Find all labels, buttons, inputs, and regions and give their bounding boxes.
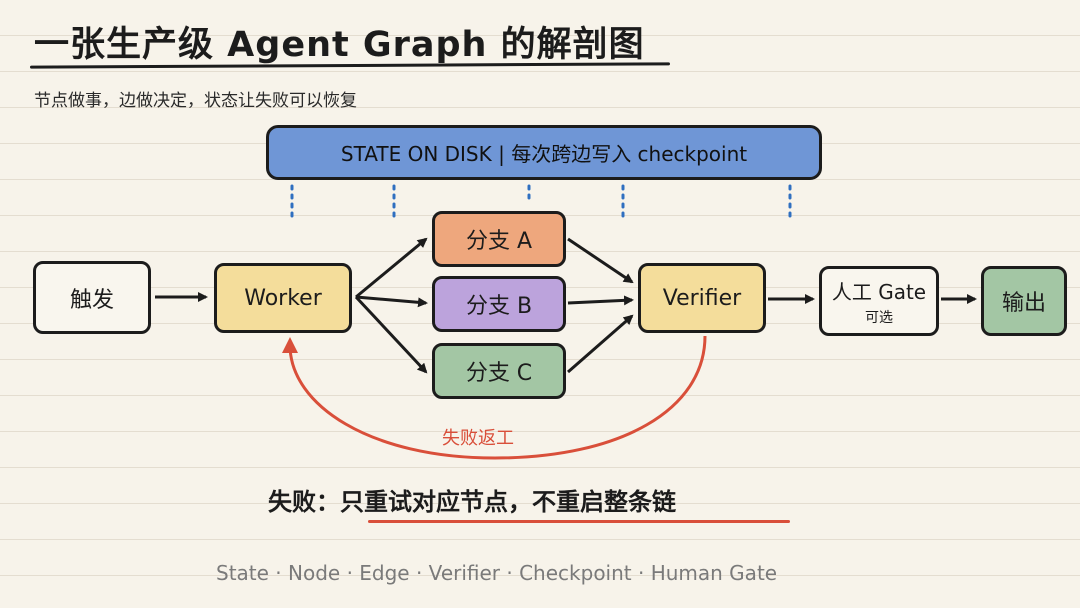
- node-trigger-label: 触发: [69, 287, 114, 313]
- edge-worker-branch-c: [354, 295, 428, 374]
- retry-loop-arrow: [282, 335, 707, 460]
- checkpoint-dotted-lines: [290, 184, 792, 220]
- footer-underline: [368, 520, 790, 523]
- node-worker: Worker: [214, 263, 352, 333]
- node-verifier: Verifier: [638, 263, 766, 333]
- edge-branch-b-verifier: [567, 295, 634, 306]
- edge-arrows: [155, 237, 977, 374]
- footer-note: 失败：只重试对应节点，不重启整条链: [268, 488, 676, 516]
- node-branch-a-label: 分支 A: [465, 229, 533, 254]
- node-verifier-label: Verifier: [662, 285, 742, 311]
- node-branch-c-label: 分支 C: [465, 361, 533, 386]
- node-branch-c: 分支 C: [432, 343, 566, 399]
- node-output-label: 输出: [1001, 291, 1046, 316]
- edge-worker-branch-a: [355, 237, 428, 299]
- node-branch-a: 分支 A: [432, 211, 566, 267]
- state-on-disk-banner: STATE ON DISK | 每次跨边写入 checkpoint: [266, 125, 822, 180]
- retry-loop-label: 失败返工: [442, 428, 514, 449]
- page-title: 一张生产级 Agent Graph 的解剖图: [34, 25, 645, 65]
- node-branch-b-label: 分支 B: [465, 294, 533, 319]
- edge-branch-a-verifier: [567, 237, 634, 284]
- node-human-gate-label: 人工 Gate: [831, 279, 927, 304]
- edge-branch-c-verifier: [567, 314, 634, 374]
- node-output: 输出: [981, 266, 1067, 336]
- node-human-gate: 人工 Gate 可选: [819, 266, 939, 336]
- node-human-gate-note: 可选: [865, 309, 893, 326]
- node-worker-label: Worker: [244, 285, 322, 311]
- legend-terms: State · Node · Edge · Verifier · Checkpo…: [216, 561, 778, 585]
- node-branch-b: 分支 B: [432, 276, 566, 332]
- edge-worker-branch-b: [355, 295, 428, 308]
- node-trigger: 触发: [33, 261, 151, 334]
- page-subtitle: 节点做事，边做决定，状态让失败可以恢复: [34, 91, 357, 111]
